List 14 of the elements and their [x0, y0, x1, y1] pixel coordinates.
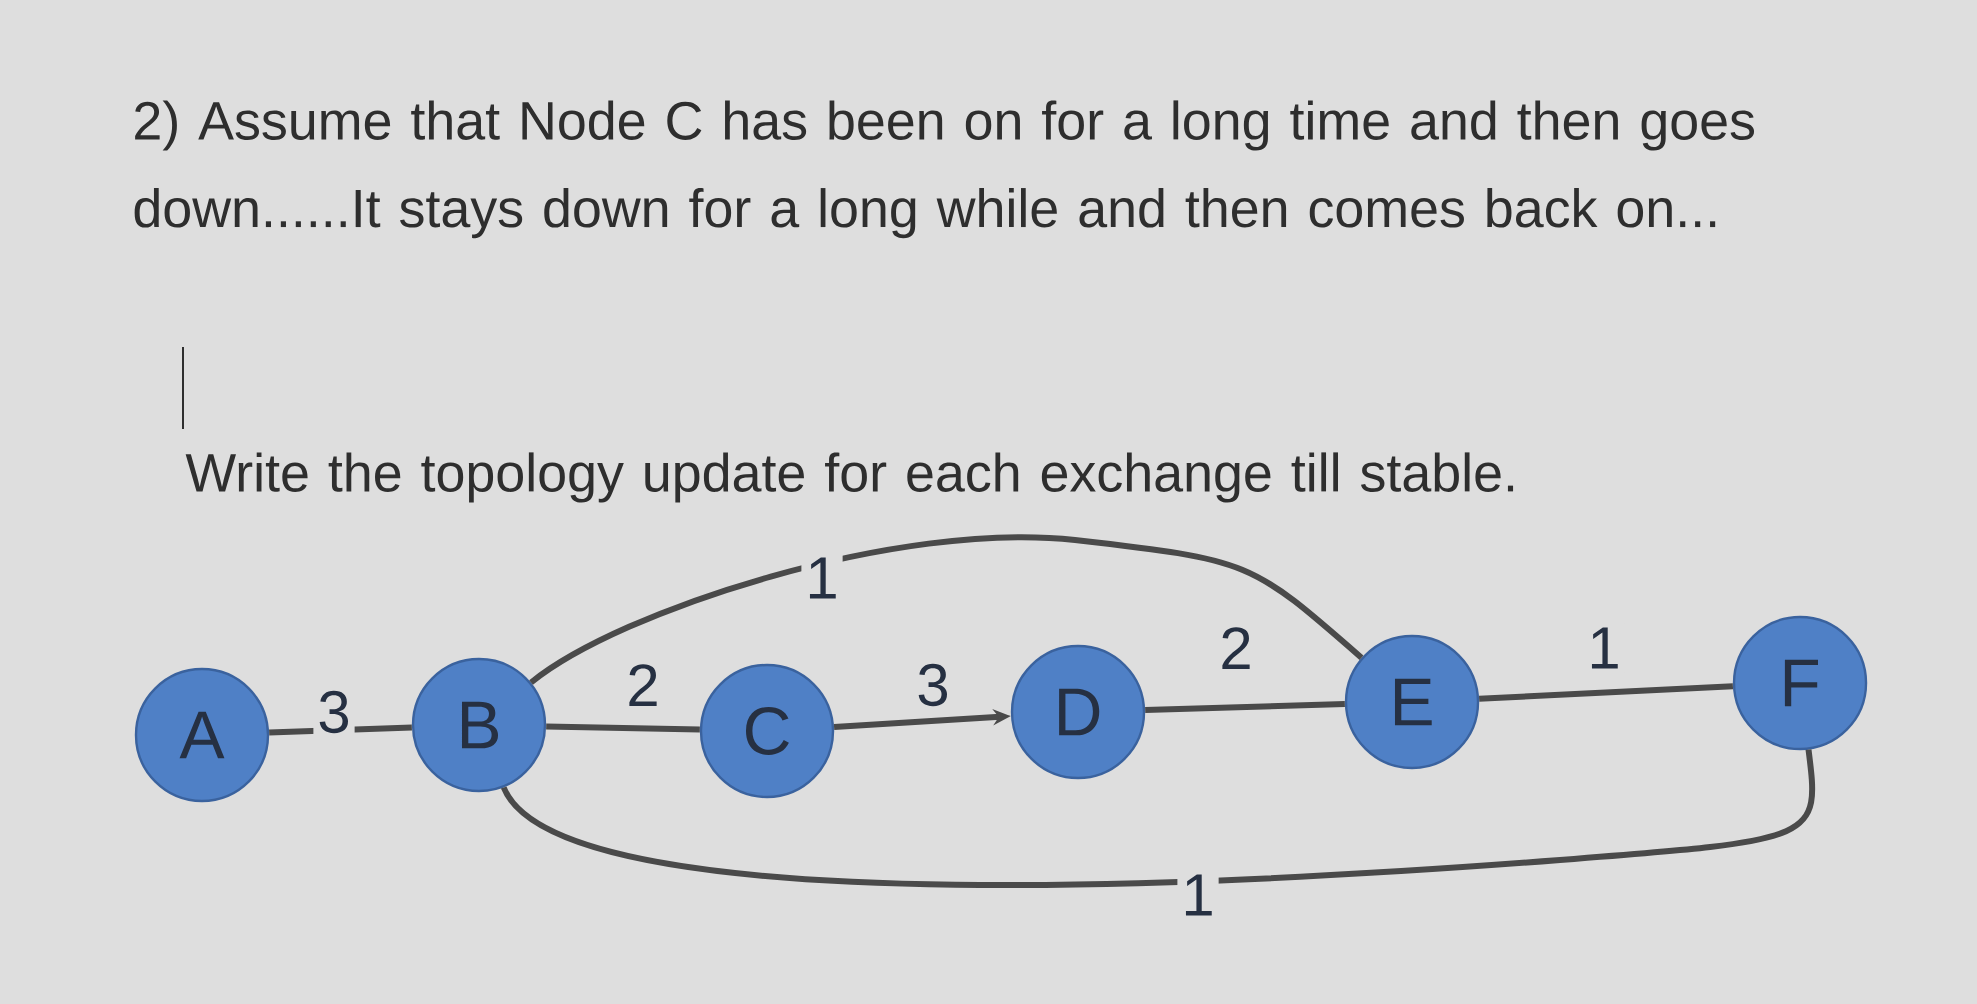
- edge-label: 2: [622, 660, 664, 710]
- connector-line: [1478, 683, 1734, 702]
- question-text: Write the topology update for each exchange till stable.: [185, 452, 1514, 503]
- edge-label: 2: [1215, 623, 1257, 673]
- connector-line: [529, 534, 1364, 685]
- question-text: 2) Assume that Node C has been on for a long time and then goes down......It stays down for a long while and then comes back on...: [134, 100, 1755, 239]
- edge-label: 1: [1583, 623, 1625, 673]
- edge-label: 1: [1177, 870, 1219, 920]
- edge-label: 1: [801, 553, 843, 603]
- connector-line: [546, 723, 700, 733]
- connector-line: [1145, 701, 1345, 713]
- edge-label: 3: [313, 686, 355, 738]
- connector-line: [501, 749, 1815, 888]
- edge-label: 3: [912, 659, 954, 711]
